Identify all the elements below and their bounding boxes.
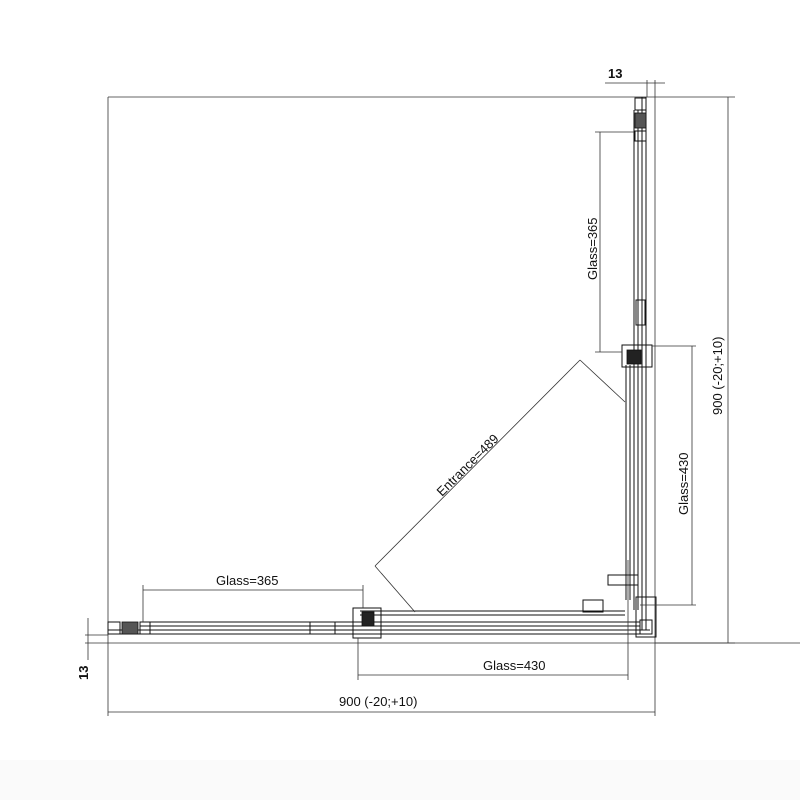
footer-strip xyxy=(0,760,800,800)
right-side-panel xyxy=(607,97,657,638)
bottom-glass-fixed-label: Glass=365 xyxy=(216,573,279,588)
right-glass-fixed-label: Glass=365 xyxy=(585,217,600,280)
outline xyxy=(85,80,800,716)
overall-depth-label: 900 (-20;+10) xyxy=(710,337,725,415)
overall-width-label: 900 (-20;+10) xyxy=(339,694,417,709)
right-glass-door-label: Glass=430 xyxy=(676,452,691,515)
entrance-label: Entrance=489 xyxy=(434,431,502,499)
left-offset-label: 13 xyxy=(76,666,91,680)
bottom-glass-door-label: Glass=430 xyxy=(483,658,546,673)
dimensions xyxy=(87,82,729,713)
top-offset-label: 13 xyxy=(608,66,622,81)
door-leaves xyxy=(374,359,626,613)
bottom-side-panel xyxy=(107,599,650,639)
